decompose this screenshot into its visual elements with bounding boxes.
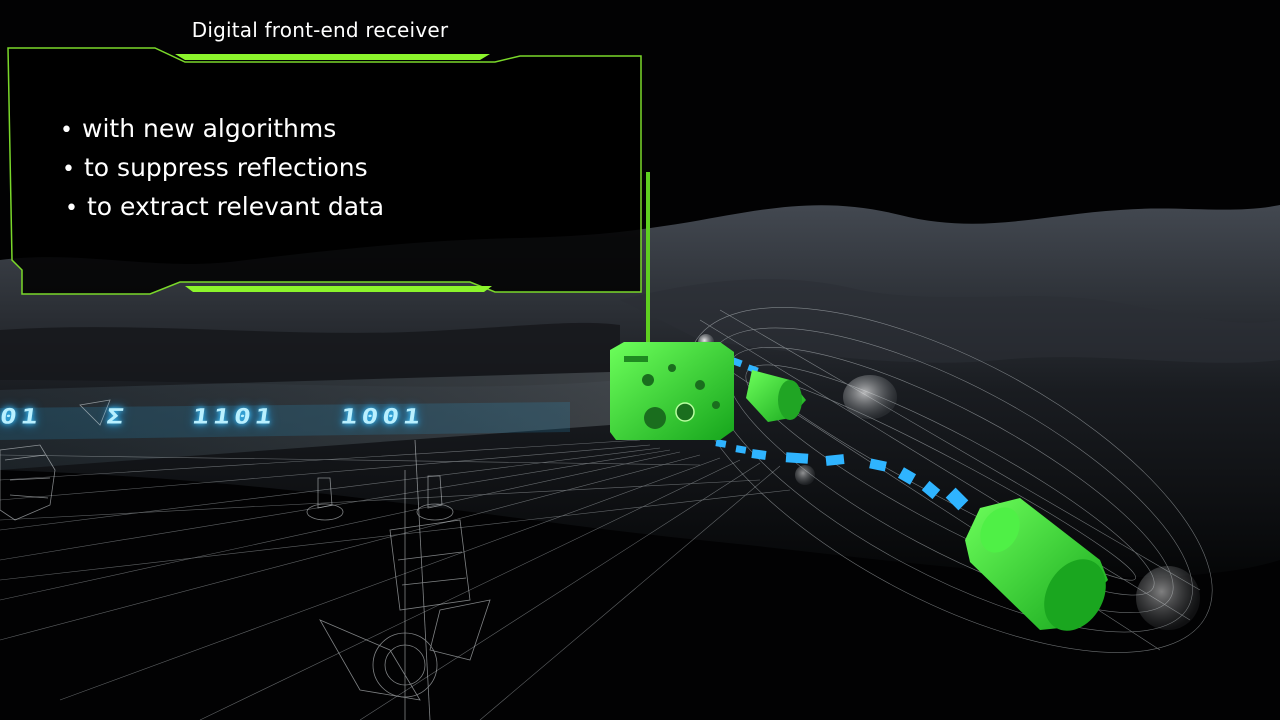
data-beam: [0, 372, 610, 470]
panel-title: Digital front-end receiver: [191, 18, 449, 42]
stream-symbol: 1001: [338, 404, 426, 429]
target-sphere-mid: [843, 375, 897, 419]
bullet-item: with new algorithms: [60, 110, 384, 149]
binary-data-stream: 01 Σ 1101 1001: [0, 404, 470, 429]
target-sphere-large: [1136, 566, 1200, 630]
target-sphere-tiny: [795, 465, 815, 485]
antenna-cylinder-near: [746, 370, 806, 422]
antenna-cylinder-far: [965, 498, 1108, 631]
bullet-item: to extract relevant data: [60, 188, 384, 227]
bullet-list: with new algorithms to suppress reflecti…: [60, 110, 384, 227]
stream-symbol: Σ: [104, 404, 130, 429]
stream-symbol: 1101: [190, 404, 278, 429]
bullet-item: to suppress reflections: [60, 149, 384, 188]
receiver-box: [610, 342, 734, 440]
wireframe-structures: [0, 399, 491, 720]
stream-symbol: 01: [0, 404, 44, 429]
